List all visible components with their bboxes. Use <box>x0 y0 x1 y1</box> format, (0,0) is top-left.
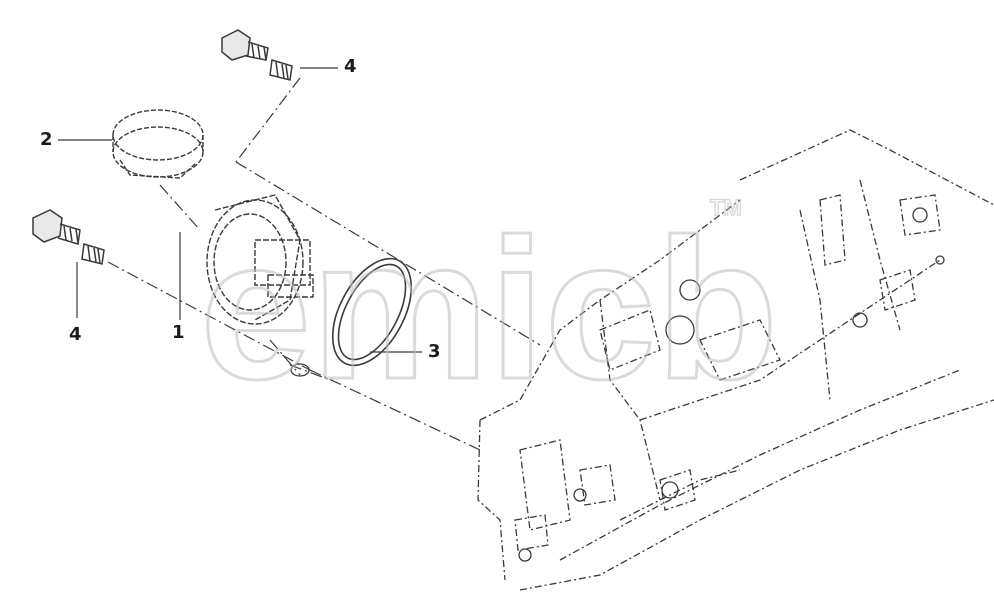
bolt-top-part <box>221 29 293 81</box>
filler-neck-part <box>206 194 314 325</box>
callout-1: 1 <box>172 322 185 343</box>
bolt-left-part <box>32 209 105 265</box>
assembly-centerlines <box>107 77 541 451</box>
watermark-text: emicb <box>200 198 778 421</box>
callout-3: 3 <box>428 341 441 362</box>
callout-4-top: 4 <box>344 56 357 77</box>
callout-2: 2 <box>40 129 53 150</box>
engine-housing <box>477 129 994 591</box>
callout-4-left: 4 <box>69 324 82 345</box>
housing-bolt-holes <box>518 207 945 562</box>
dowel-pin <box>290 363 310 377</box>
cap-part <box>112 109 204 179</box>
watermark-logo: emicb TM <box>199 194 780 422</box>
leader-lines <box>58 67 422 353</box>
watermark-trademark: TM <box>710 195 742 220</box>
gasket-ring-part <box>331 257 413 367</box>
